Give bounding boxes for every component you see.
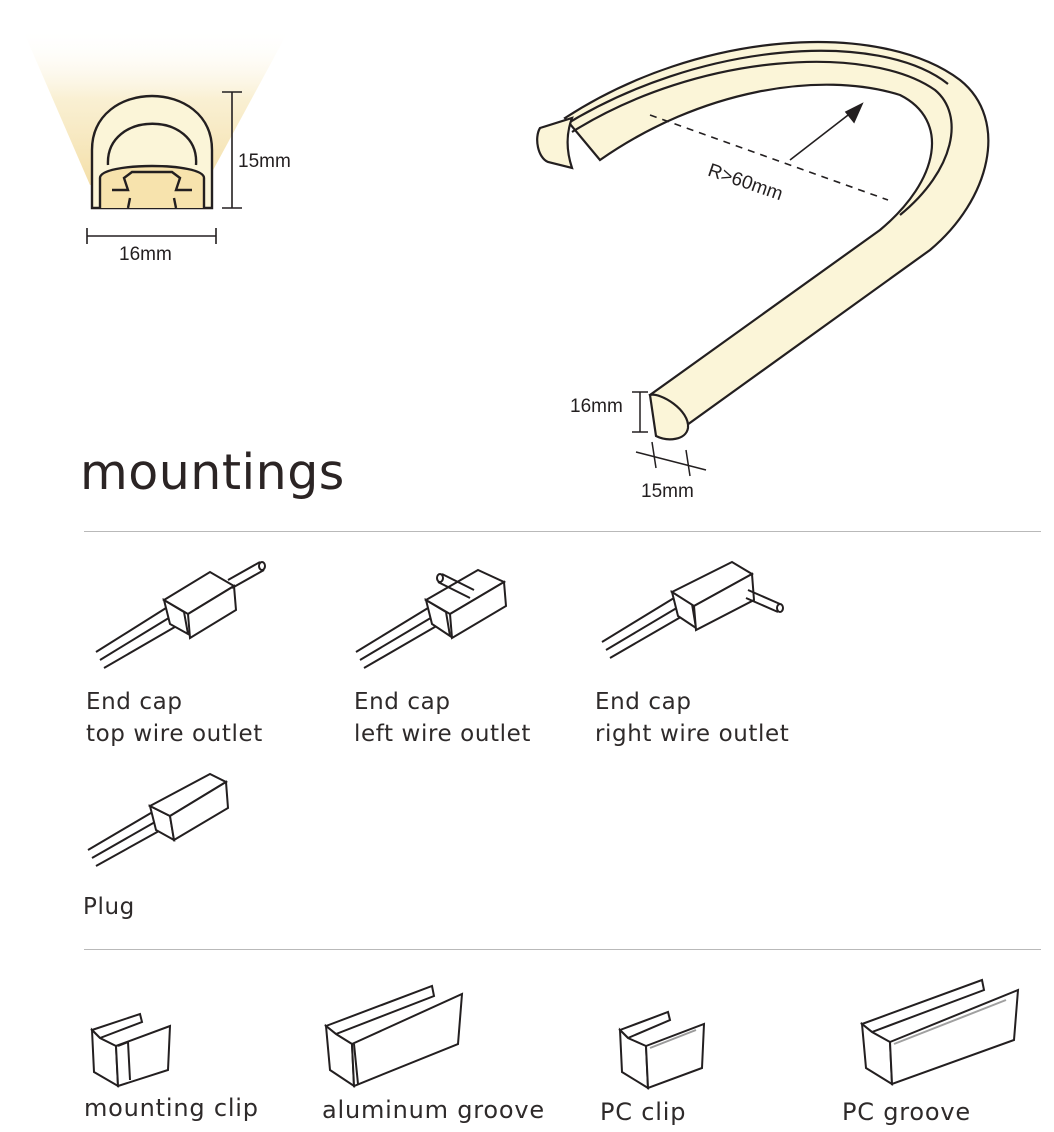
strip-body: [563, 40, 990, 432]
end-cap-left-label: End cap left wire outlet: [354, 686, 531, 750]
end-cap-top-label: End cap top wire outlet: [86, 686, 263, 750]
mountings-title: mountings: [80, 444, 345, 501]
end-cap-left-illustration: [355, 568, 508, 669]
end-cap-top-line2: top wire outlet: [86, 721, 263, 747]
bend-end-height-label: 16mm: [570, 396, 623, 417]
end-cap-right-illustration: [601, 560, 784, 659]
pc-clip-label: PC clip: [600, 1098, 687, 1126]
profile-cross-section: [22, 28, 290, 244]
profile-outline: [90, 94, 214, 210]
end-cap-right-label: End cap right wire outlet: [595, 686, 789, 750]
height-dimension: [222, 91, 242, 209]
width-dimension: [86, 228, 217, 244]
end-cap-top-illustration: [95, 561, 266, 669]
divider-bottom: [84, 949, 1041, 950]
end-cap-top-line1: End cap: [86, 689, 183, 715]
end-cap-right-line2: right wire outlet: [595, 721, 790, 747]
end-cap-left-line2: left wire outlet: [354, 721, 532, 747]
end-cap-right-line1: End cap: [595, 689, 692, 715]
mounting-clip-illustration: [90, 1012, 172, 1088]
plug-label: Plug: [83, 894, 135, 920]
plug-illustration: [87, 772, 230, 867]
bend-illustration: [536, 40, 990, 477]
profile-width-label: 16mm: [119, 244, 172, 265]
aluminum-groove-illustration: [324, 984, 464, 1088]
divider-top: [84, 531, 1041, 532]
aluminum-groove-label: aluminum groove: [322, 1096, 545, 1124]
radius-indicator: [649, 102, 889, 201]
pc-clip-illustration: [618, 1010, 706, 1090]
end-dimensions: [632, 391, 707, 477]
pc-groove-illustration: [859, 978, 1020, 1086]
end-cap-left-line1: End cap: [354, 689, 451, 715]
profile-height-label: 15mm: [238, 151, 291, 172]
mounting-clip-label: mounting clip: [84, 1094, 259, 1122]
bend-end-width-label: 15mm: [641, 481, 694, 502]
pc-groove-label: PC groove: [842, 1098, 971, 1126]
